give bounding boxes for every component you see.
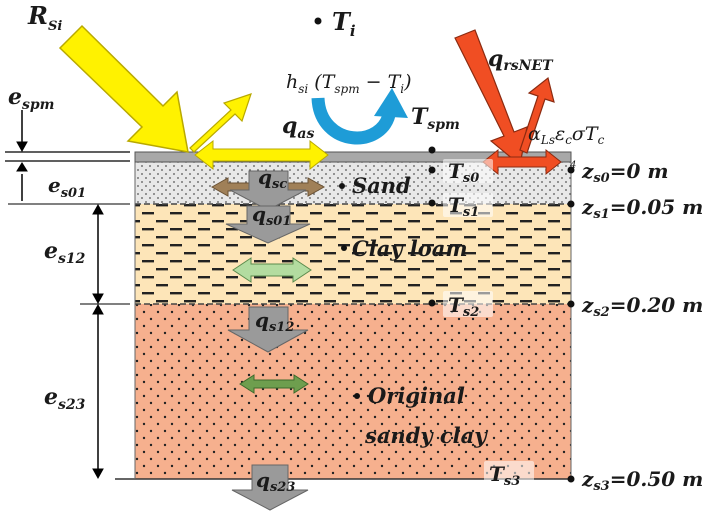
clay-loam-layer-texture (135, 204, 571, 304)
e-s12-label: es12 (44, 238, 86, 267)
e-s01-label: es01 (48, 173, 86, 201)
t-i-label: Ti (332, 7, 356, 40)
longwave-horizontal-arrow (482, 148, 562, 176)
thickness-markers (5, 110, 130, 480)
reflected-solar-arrow (189, 93, 252, 153)
e-spm-label: espm (8, 84, 54, 113)
longwave-radiation (454, 29, 562, 176)
t-s1-point (428, 199, 436, 207)
t-s1-label: Ts1 (448, 193, 479, 220)
q-rsnet-label: qrsNET (488, 46, 554, 74)
t-s0-point (428, 166, 436, 174)
t-s0-label: Ts0 (448, 159, 479, 186)
t-s3-label: Ts3 (489, 462, 520, 489)
q-sc-label: qsc (258, 165, 287, 192)
t-i-point (314, 17, 322, 25)
sandy-clay-point (354, 393, 360, 399)
sandy-clay-layer-texture (135, 304, 571, 479)
e-s23-label: es23 (44, 384, 86, 413)
q-s23-down-arrow (231, 464, 309, 511)
convection-equation: hsi (Tspm − Ti) (286, 71, 412, 96)
sandy-clay-label-line2: sandy clay (364, 423, 488, 448)
emission-equation: αLsεcσTc (528, 123, 605, 147)
membrane-layer (134, 151, 572, 163)
vertical-flux-arrows (225, 170, 311, 511)
q-as-label: qas (282, 113, 314, 142)
z-s1-point (567, 200, 575, 208)
q-s01-label: qs01 (252, 202, 291, 229)
label-highlights (443, 159, 534, 485)
emitted-longwave-arrow (519, 76, 555, 154)
text-labels: RSi Ti hsi (Tspm − Ti) qrsNET qas Tspm α… (8, 1, 703, 495)
measurement-points (314, 17, 575, 483)
sandy-clay-horizontal-arrow (239, 374, 309, 394)
q-s01-down-arrow (225, 205, 311, 244)
convection-arrow (311, 88, 408, 145)
z-s0-label: zs0=0 m (581, 159, 669, 186)
t-s2-point (428, 299, 436, 307)
q-sc-down-arrow (229, 170, 307, 211)
incoming-solar-arrow (58, 24, 189, 153)
sand-point (339, 183, 345, 189)
z-s1-label: zs1=0.05 m (581, 195, 703, 222)
stray-digit: 4 (569, 160, 576, 171)
q-s12-label: qs12 (255, 308, 294, 335)
z-s2-point (567, 300, 575, 308)
clay-loam-horizontal-arrow (232, 257, 312, 283)
q-s23-label: qs23 (256, 468, 295, 495)
q-as-arrow (194, 139, 329, 171)
clay-loam-label: Clay loam (352, 236, 468, 261)
sand-label: Sand (352, 173, 411, 198)
solar-radiation (58, 24, 252, 153)
t-s2-label: Ts2 (448, 293, 479, 320)
soil-layers (115, 151, 572, 480)
sandy-clay-label-line1: Original (368, 383, 465, 408)
t-s3-point (567, 475, 575, 483)
t-spm-point (428, 146, 436, 154)
r-si-label: RSi (27, 1, 62, 34)
z-s0-point (567, 166, 575, 174)
z-s3-label: zs3=0.50 m (581, 467, 703, 494)
t-spm-label: Tspm (411, 104, 460, 133)
z-s2-label: zs2=0.20 m (581, 293, 703, 320)
q-s12-down-arrow (227, 306, 309, 353)
clay-loam-point (341, 245, 347, 251)
